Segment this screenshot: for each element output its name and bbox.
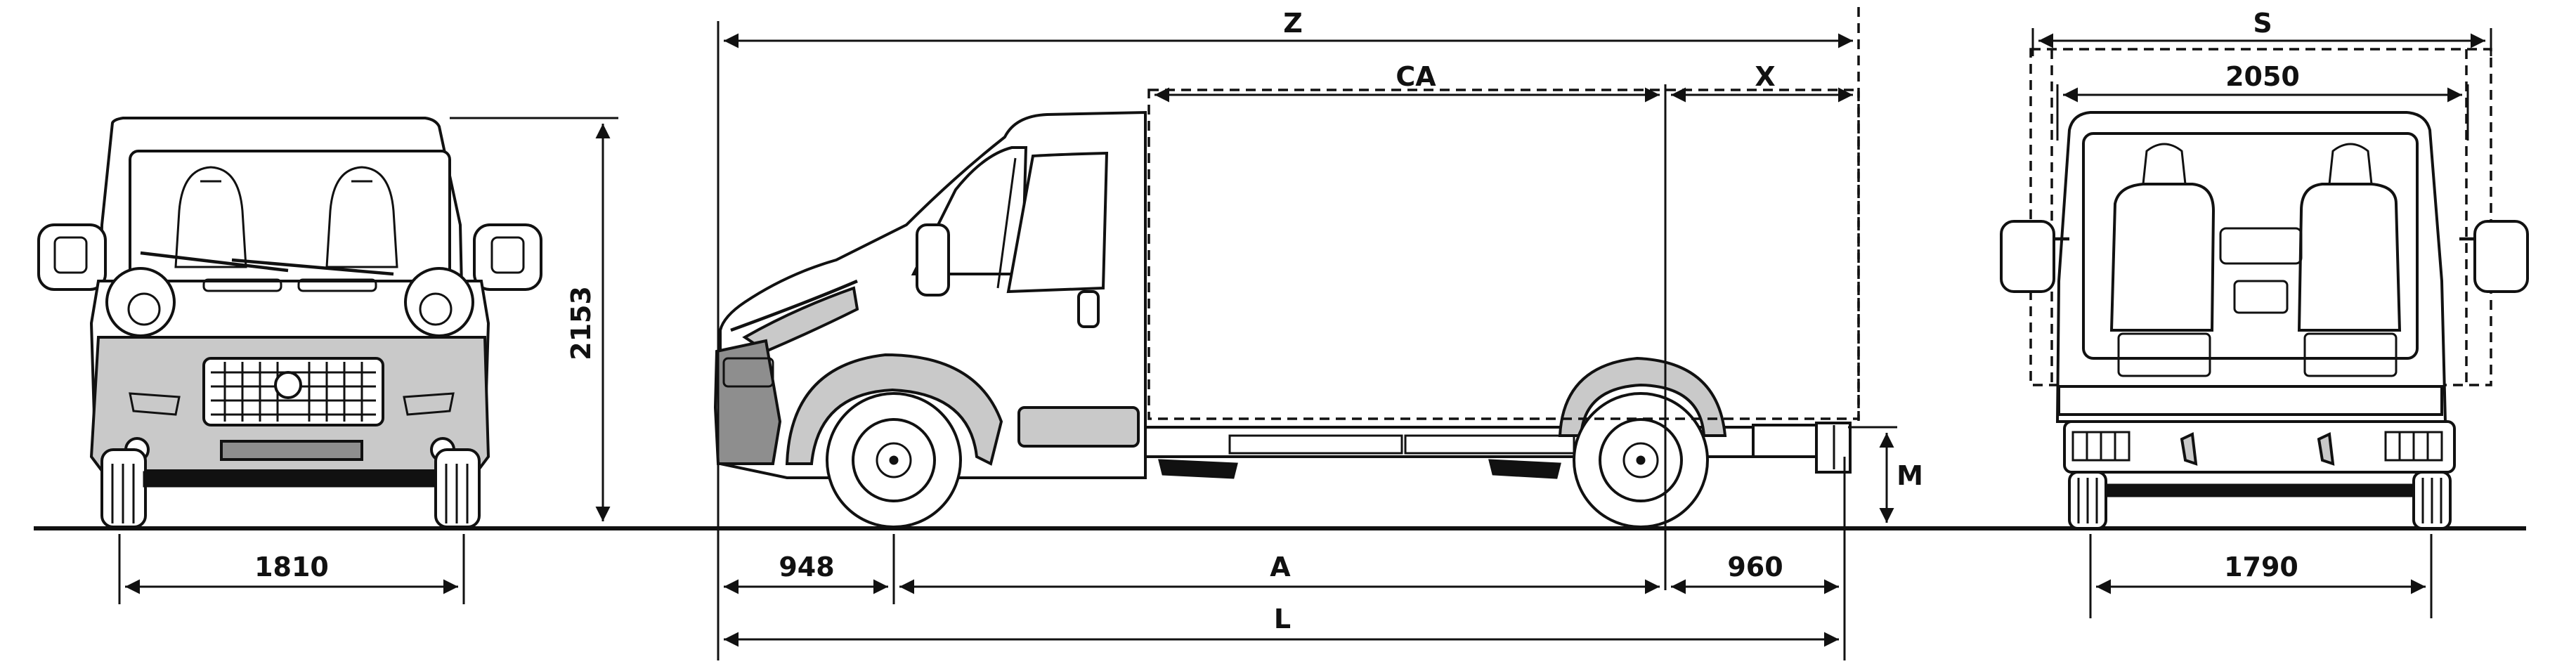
- front-overhang-label: 948: [779, 552, 834, 582]
- front-track-dimension: 1810: [118, 534, 465, 604]
- z-dimension: Z: [717, 8, 1853, 660]
- rear-overhang-label: 960: [1727, 552, 1783, 582]
- wheelbase-label: A: [1270, 552, 1291, 582]
- front-view: [37, 117, 542, 528]
- box-outline: [1147, 89, 1860, 420]
- s-dimension: S: [2031, 8, 2492, 56]
- m-label: M: [1897, 460, 1923, 491]
- z-label: Z: [1283, 8, 1303, 39]
- side-bottom-dimensions: 948 A 960 L: [724, 457, 1846, 660]
- rear-view: [2000, 48, 2529, 530]
- width-dimension: 2050: [2056, 61, 2469, 141]
- left-mirror: [37, 223, 107, 291]
- overall-length-label: L: [1274, 604, 1291, 634]
- rear-track-label: 1790: [2224, 552, 2298, 582]
- height-dimension: 2153: [450, 117, 618, 521]
- side-view: [713, 7, 1860, 528]
- right-mirror: [473, 223, 542, 291]
- m-dimension: M: [1848, 426, 1923, 523]
- ca-x-dimension: CA X: [1154, 61, 1853, 590]
- width-label: 2050: [2225, 61, 2300, 92]
- ca-label: CA: [1396, 61, 1436, 92]
- s-label: S: [2253, 8, 2272, 39]
- height-label: 2153: [566, 286, 597, 360]
- x-label: X: [1755, 61, 1775, 92]
- rear-track-dimension: 1790: [2089, 534, 2433, 618]
- front-track-label: 1810: [254, 552, 329, 582]
